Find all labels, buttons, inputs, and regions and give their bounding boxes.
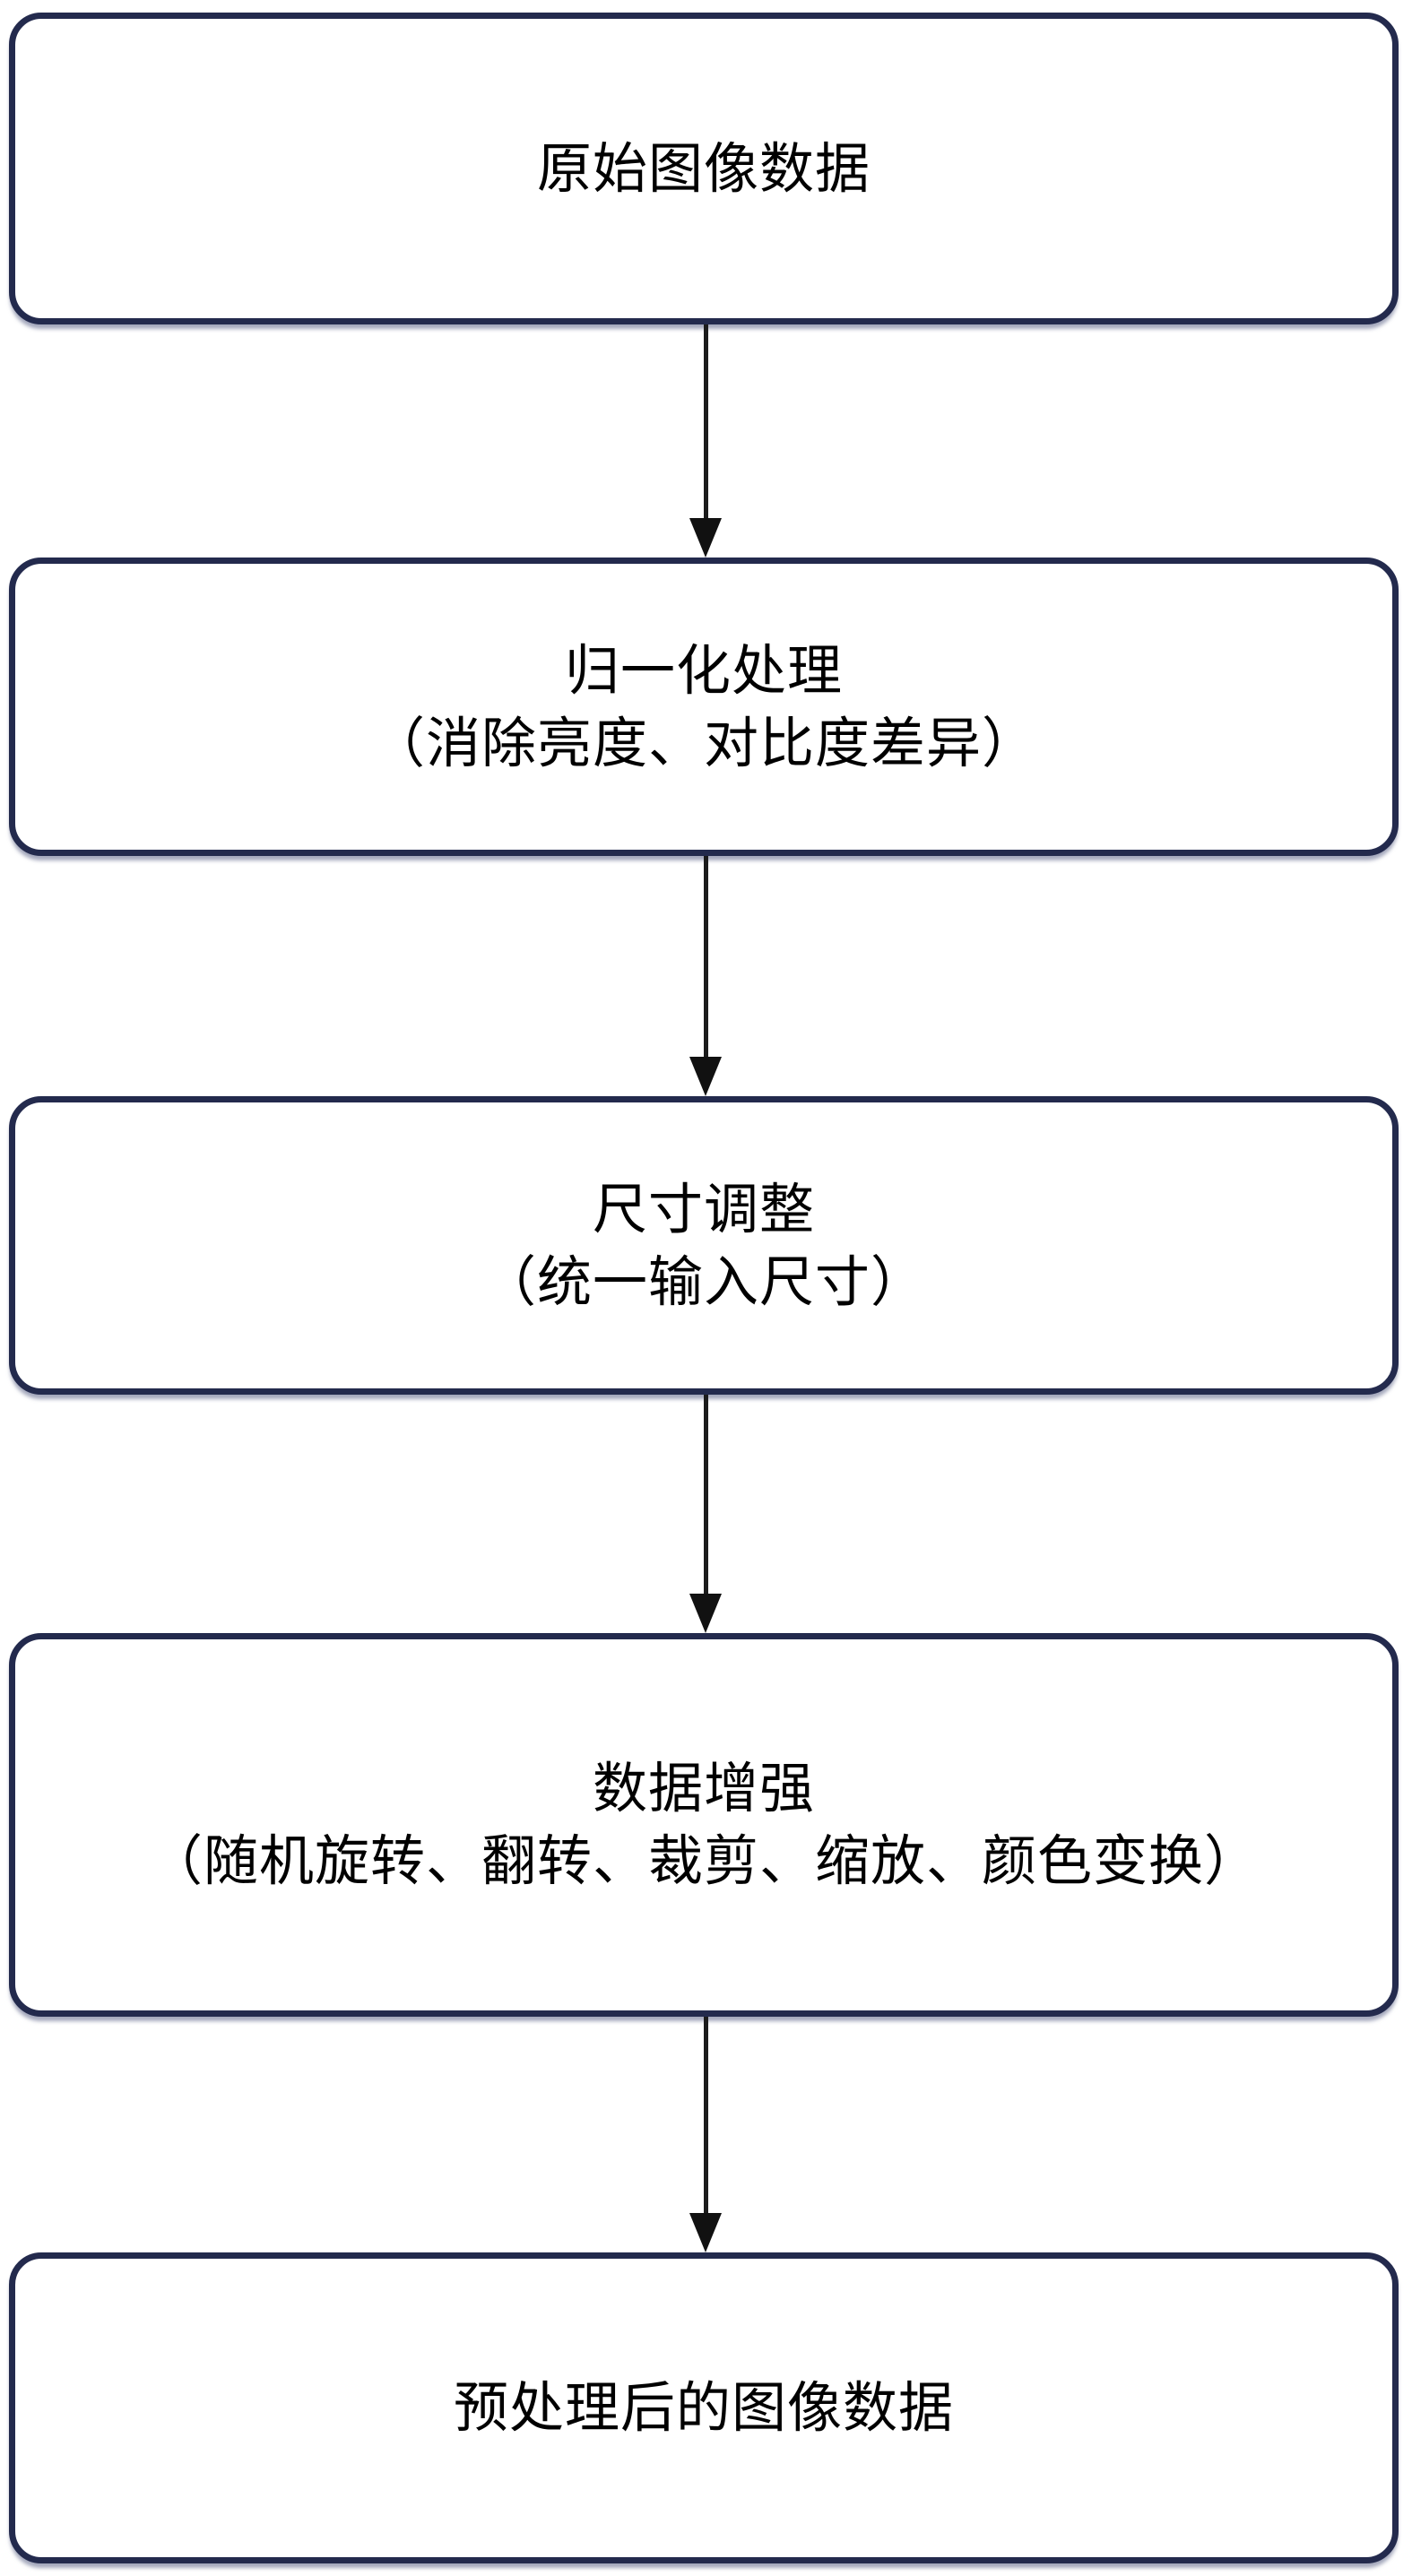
flow-box-resize: 尺寸调整 （统一输入尺寸） — [9, 1096, 1399, 1395]
flow-arrow-1 — [688, 324, 723, 558]
flow-arrow-2 — [688, 856, 723, 1096]
arrow-shaft — [703, 1395, 708, 1594]
arrow-shaft — [703, 324, 708, 518]
flow-arrow-3 — [688, 1395, 723, 1633]
arrow-down-icon — [689, 518, 722, 558]
arrow-down-icon — [689, 2213, 722, 2252]
flow-box-label: 预处理后的图像数据 — [453, 2377, 954, 2439]
arrow-shaft — [703, 2017, 708, 2213]
flow-box-data-augmentation: 数据增强 （随机旋转、翻转、裁剪、缩放、颜色变换） — [9, 1633, 1399, 2017]
flow-box-sublabel: （随机旋转、翻转、裁剪、缩放、颜色变换） — [147, 1830, 1260, 1891]
flow-box-original-image-data: 原始图像数据 — [9, 13, 1399, 324]
arrow-down-icon — [689, 1594, 722, 1633]
flow-box-label: 数据增强 — [592, 1758, 815, 1820]
flow-box-normalization: 归一化处理 （消除亮度、对比度差异） — [9, 558, 1399, 856]
flow-box-sublabel: （消除亮度、对比度差异） — [369, 712, 1037, 774]
flow-arrow-4 — [688, 2017, 723, 2252]
flow-box-label: 归一化处理 — [564, 639, 843, 701]
arrow-shaft — [703, 856, 708, 1057]
flow-box-label: 尺寸调整 — [592, 1178, 815, 1240]
flow-box-label: 原始图像数据 — [536, 137, 871, 199]
flow-box-sublabel: （统一输入尺寸） — [481, 1250, 926, 1312]
flow-box-preprocessed-image-data: 预处理后的图像数据 — [9, 2252, 1399, 2563]
arrow-down-icon — [689, 1057, 722, 1096]
